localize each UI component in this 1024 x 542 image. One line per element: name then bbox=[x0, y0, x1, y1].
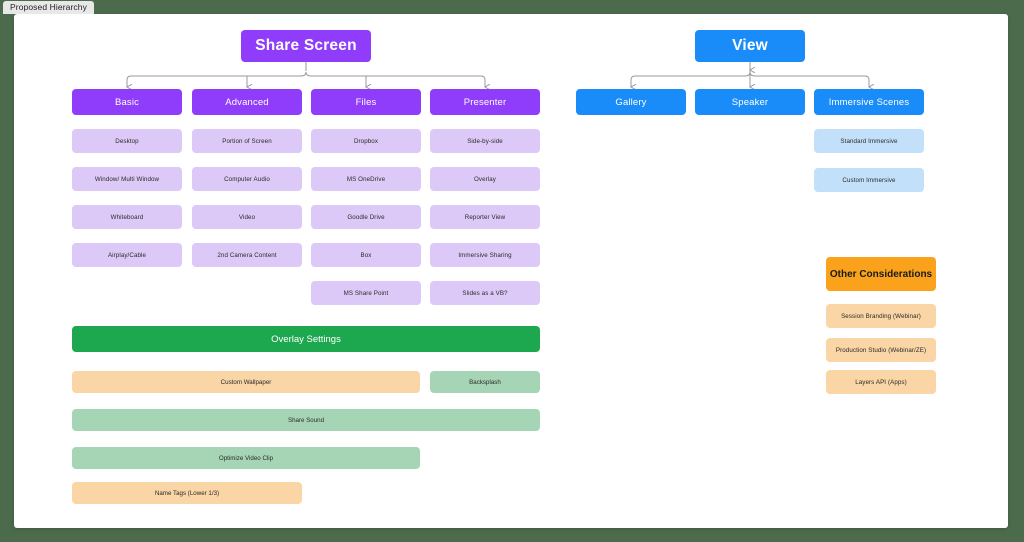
node-leaf-box[interactable]: Box bbox=[311, 243, 421, 267]
node-other-considerations-root[interactable]: Other Considerations bbox=[826, 257, 936, 291]
node-leaf-side-by-side[interactable]: Side-by-side bbox=[430, 129, 540, 153]
node-leaf-computer-audio[interactable]: Computer Audio bbox=[192, 167, 302, 191]
node-leaf-ms-share-point[interactable]: MS Share Point bbox=[311, 281, 421, 305]
node-share-screen-root[interactable]: Share Screen bbox=[241, 30, 371, 62]
node-leaf-session-branding[interactable]: Session Branding (Webinar) bbox=[826, 304, 936, 328]
node-row-name-tags[interactable]: Name Tags (Lower 1/3) bbox=[72, 482, 302, 504]
node-leaf-overlay[interactable]: Overlay bbox=[430, 167, 540, 191]
node-leaf-2nd-camera-content[interactable]: 2nd Camera Content bbox=[192, 243, 302, 267]
node-leaf-portion-of-screen[interactable]: Portion of Screen bbox=[192, 129, 302, 153]
node-leaf-ms-onedrive[interactable]: MS OneDrive bbox=[311, 167, 421, 191]
tab-proposed-hierarchy[interactable]: Proposed Hierarchy bbox=[3, 1, 94, 14]
node-leaf-layers-api[interactable]: Layers API (Apps) bbox=[826, 370, 936, 394]
node-row-backsplash[interactable]: Backsplash bbox=[430, 371, 540, 393]
node-leaf-custom-immersive[interactable]: Custom Immersive bbox=[814, 168, 924, 192]
node-category-basic[interactable]: Basic bbox=[72, 89, 182, 115]
node-leaf-standard-immersive[interactable]: Standard Immersive bbox=[814, 129, 924, 153]
node-category-gallery[interactable]: Gallery bbox=[576, 89, 686, 115]
node-category-presenter[interactable]: Presenter bbox=[430, 89, 540, 115]
node-leaf-slides-as-a-vb[interactable]: Slides as a VB? bbox=[430, 281, 540, 305]
node-leaf-goodle-drive[interactable]: Goodle Drive bbox=[311, 205, 421, 229]
node-overlay-settings-root[interactable]: Overlay Settings bbox=[72, 326, 540, 352]
node-category-files[interactable]: Files bbox=[311, 89, 421, 115]
node-category-advanced[interactable]: Advanced bbox=[192, 89, 302, 115]
diagram-canvas: Share Screen Basic Advanced Files Presen… bbox=[14, 14, 1008, 528]
node-category-speaker[interactable]: Speaker bbox=[695, 89, 805, 115]
node-row-optimize-video-clip[interactable]: Optimize Video Clip bbox=[72, 447, 420, 469]
node-leaf-desktop[interactable]: Desktop bbox=[72, 129, 182, 153]
node-leaf-production-studio[interactable]: Production Studio (Webinar/ZE) bbox=[826, 338, 936, 362]
node-view-root[interactable]: View bbox=[695, 30, 805, 62]
node-leaf-window-multi-window[interactable]: Window/ Multi Window bbox=[72, 167, 182, 191]
node-row-custom-wallpaper[interactable]: Custom Wallpaper bbox=[72, 371, 420, 393]
node-category-immersive-scenes[interactable]: Immersive Scenes bbox=[814, 89, 924, 115]
node-leaf-video[interactable]: Video bbox=[192, 205, 302, 229]
node-leaf-reporter-view[interactable]: Reporter View bbox=[430, 205, 540, 229]
node-row-share-sound[interactable]: Share Sound bbox=[72, 409, 540, 431]
node-leaf-airplay-cable[interactable]: Airplay/Cable bbox=[72, 243, 182, 267]
node-leaf-dropbox[interactable]: Dropbox bbox=[311, 129, 421, 153]
node-leaf-whiteboard[interactable]: Whiteboard bbox=[72, 205, 182, 229]
node-leaf-immersive-sharing[interactable]: Immersive Sharing bbox=[430, 243, 540, 267]
